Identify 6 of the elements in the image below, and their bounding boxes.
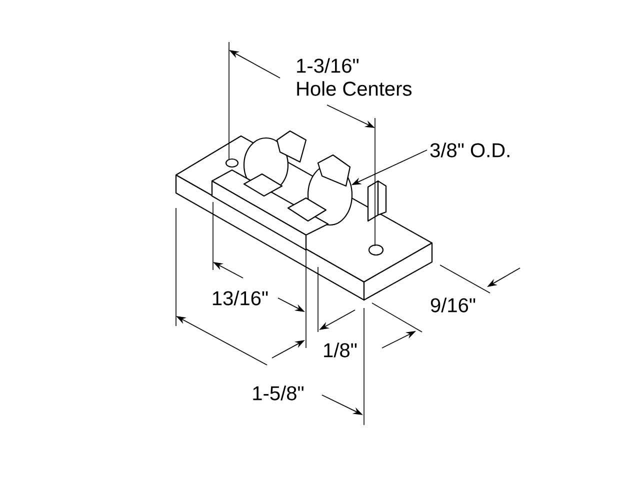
dimension-label: 9/16"	[430, 298, 476, 312]
callout-text: 3/8" O.D.	[430, 142, 510, 158]
dimension-label: 13/16"	[212, 290, 268, 306]
dimension-label: 1-5/8"	[253, 386, 304, 400]
dimension-label: 1/8"	[324, 342, 357, 358]
dimension-label: 1-3/16" Hole Centers	[297, 58, 412, 96]
